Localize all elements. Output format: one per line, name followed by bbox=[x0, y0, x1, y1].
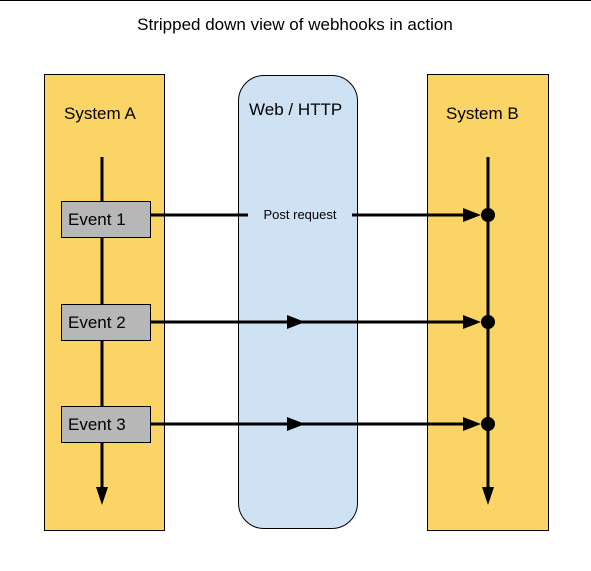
diagram-title: Stripped down view of webhooks in action bbox=[137, 15, 453, 34]
event-2-mid-arrowhead bbox=[287, 315, 305, 329]
event-3-arrowhead bbox=[463, 417, 481, 431]
event-3-mid-arrowhead bbox=[287, 417, 305, 431]
lane-system-a bbox=[44, 74, 165, 531]
event-2-box: Event 2 bbox=[61, 304, 151, 341]
event-2-endpoint bbox=[481, 315, 495, 329]
event-1-arrowhead bbox=[463, 208, 481, 222]
lane-label-system-b: System B bbox=[446, 104, 519, 123]
event-3-box: Event 3 bbox=[61, 406, 151, 443]
event-1-endpoint bbox=[481, 208, 495, 222]
lane-label-system-a: System A bbox=[64, 104, 136, 123]
lane-web-http bbox=[238, 75, 358, 529]
system-a-timeline-arrowhead bbox=[96, 487, 108, 505]
event-1-box: Event 1 bbox=[61, 201, 151, 238]
system-b-timeline-arrowhead bbox=[482, 487, 494, 505]
event-2-arrowhead bbox=[463, 315, 481, 329]
lane-label-web-http: Web / HTTP bbox=[249, 100, 343, 119]
post-request-label: Post request bbox=[248, 206, 352, 224]
event-3-endpoint bbox=[481, 417, 495, 431]
top-border-line bbox=[0, 0, 591, 1]
